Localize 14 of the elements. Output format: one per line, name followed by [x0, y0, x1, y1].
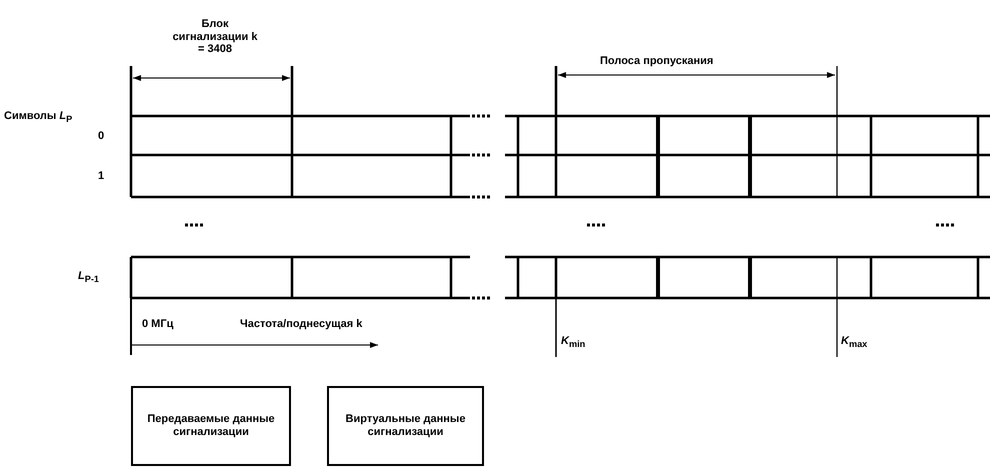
row-label: 0 [98, 130, 104, 143]
legend-box [131, 386, 291, 466]
marker-label: K$_{max}$ [841, 335, 868, 350]
dimension-label: Полоса пропускания [600, 55, 714, 68]
dimension-label: Блок сигнализации k = 3408 [172, 18, 258, 56]
axis-label: 0 МГц [142, 318, 174, 331]
legend-text: Виртуальные данные сигнализации [344, 412, 466, 440]
row-label: L$_{P-1}$ [78, 270, 99, 285]
legend-text: Передаваемые данные сигнализации [146, 412, 276, 440]
axis-label: Символы L$_{P}$ [4, 110, 72, 125]
legend-box [327, 386, 484, 466]
marker-label: K$_{min}$ [561, 335, 586, 350]
row-label: 1 [98, 170, 104, 183]
axis-label: Частота/поднесущая k [240, 318, 362, 331]
